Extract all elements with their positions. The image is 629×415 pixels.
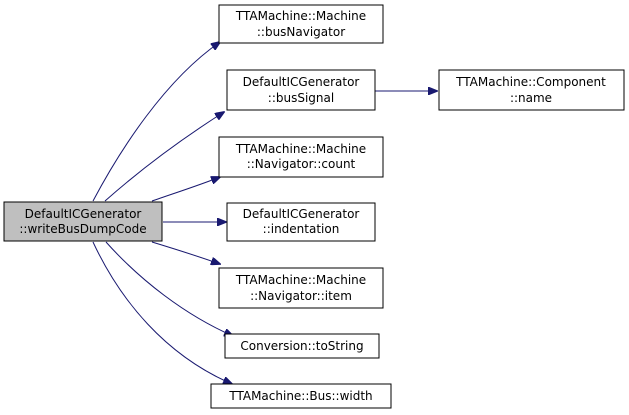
node-label-line: ::Navigator::count (247, 157, 356, 171)
node-label-line: TTAMachine::Machine (235, 9, 366, 23)
node-label-line: ::busSignal (268, 91, 334, 105)
node-label-line: TTAMachine::Machine (235, 273, 366, 287)
edges (92, 42, 437, 384)
node-label-line: ::busNavigator (257, 25, 345, 39)
node-indentation[interactable]: DefaultICGenerator ::indentation (226, 202, 376, 242)
node-label-line: TTAMachine::Bus::width (228, 389, 372, 403)
node-label-line: DefaultICGenerator (243, 207, 360, 221)
edge-root-to-busNavigator (92, 42, 220, 202)
edge-root-to-busSignal (104, 112, 224, 202)
node-label-line: DefaultICGenerator (243, 75, 360, 89)
node-busSignal[interactable]: DefaultICGenerator ::busSignal (226, 69, 376, 111)
node-count[interactable]: TTAMachine::Machine ::Navigator::count (218, 136, 384, 178)
node-writeBusDumpCode[interactable]: DefaultICGenerator ::writeBusDumpCode (3, 201, 163, 242)
node-toString[interactable]: Conversion::toString (224, 333, 380, 359)
node-label-line: ::writeBusDumpCode (19, 222, 146, 236)
node-label-line: ::Navigator::item (250, 289, 352, 303)
node-label-line: TTAMachine::Machine (235, 142, 366, 156)
edge-root-to-count (151, 177, 220, 202)
node-width[interactable]: TTAMachine::Bus::width (210, 383, 392, 409)
edge-root-to-width (92, 241, 232, 384)
edge-root-to-toString (105, 241, 233, 336)
node-label-line: ::indentation (263, 222, 340, 236)
node-item[interactable]: TTAMachine::Machine ::Navigator::item (218, 267, 384, 309)
node-busNavigator[interactable]: TTAMachine::Machine ::busNavigator (218, 4, 384, 44)
node-name[interactable]: TTAMachine::Component ::name (438, 69, 625, 111)
edge-root-to-item (151, 241, 220, 264)
node-label-line: TTAMachine::Component (455, 75, 606, 89)
node-label-line: DefaultICGenerator (25, 207, 142, 221)
node-label-line: Conversion::toString (240, 339, 363, 353)
node-label-line: ::name (510, 91, 552, 105)
